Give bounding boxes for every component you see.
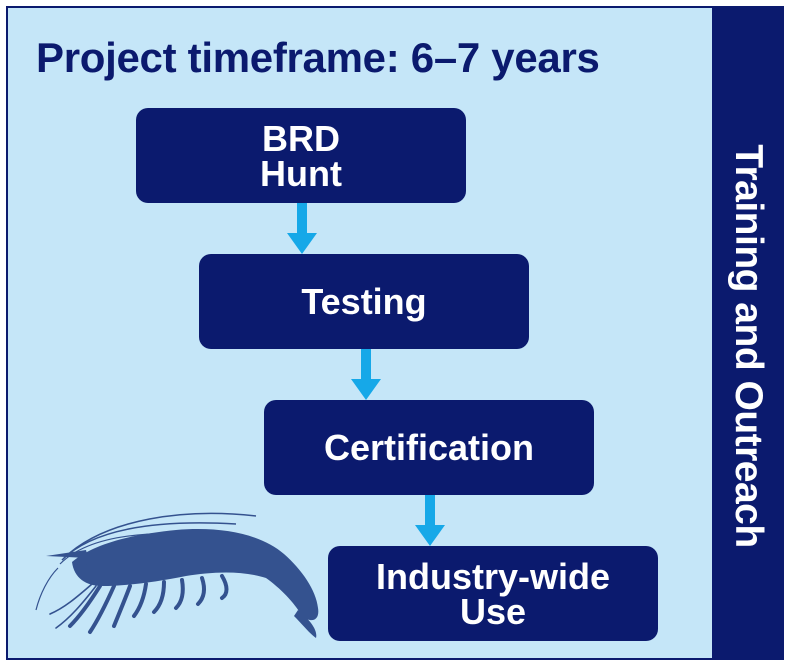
step-certification: Certification — [264, 400, 594, 495]
diagram-title: Project timeframe: 6–7 years — [36, 34, 600, 81]
diagram-panel: Project timeframe: 6–7 years BRD Hunt Te… — [6, 6, 784, 660]
arrow-down-icon — [415, 495, 445, 546]
sidebar-training-outreach: Training and Outreach — [712, 8, 782, 658]
shrimp-icon — [35, 512, 319, 638]
arrow-down-icon — [287, 203, 317, 254]
sidebar-label: Training and Outreach — [727, 144, 770, 548]
step-testing: Testing — [199, 254, 529, 349]
step-brd-hunt: BRD Hunt — [136, 108, 466, 203]
step-industry-wide-use: Industry-wide Use — [328, 546, 658, 641]
arrow-down-icon — [351, 349, 381, 400]
